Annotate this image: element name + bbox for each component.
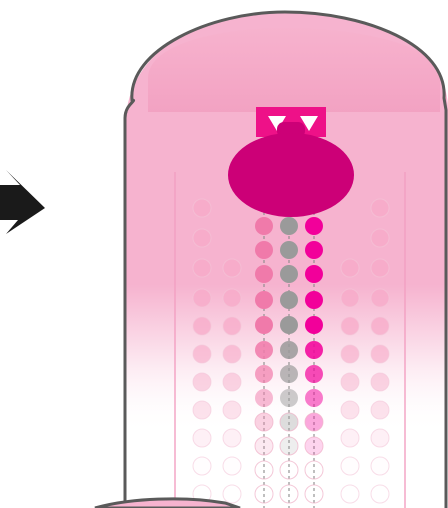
background-dot [192,344,212,364]
bead [254,412,274,432]
background-dot [370,456,390,476]
background-dot [192,288,212,308]
background-dot [222,484,242,504]
background-dot [370,344,390,364]
bead [255,389,273,407]
bead [305,241,323,259]
background-dot [192,400,212,420]
bead [304,436,324,456]
bead [280,265,298,283]
bead [279,484,299,504]
background-dot [370,316,390,336]
bead [255,316,273,334]
background-dot [222,428,242,448]
bead [255,265,273,283]
background-dot [222,456,242,476]
capsule-cap [148,28,440,112]
capsule-outline [123,10,448,508]
background-dot [222,400,242,420]
background-dot [340,316,360,336]
bead [304,460,324,480]
bead [255,365,273,383]
background-dot [370,428,390,448]
bead [280,291,298,309]
bead [305,217,323,235]
background-dot [340,400,360,420]
background-dot [340,288,360,308]
background-dot [192,228,212,248]
bead [280,341,298,359]
bead [305,291,323,309]
bead [304,412,324,432]
bead [255,341,273,359]
background-dot [222,344,242,364]
bead [305,316,323,334]
bead [280,217,298,235]
bead [279,412,299,432]
background-dot [192,456,212,476]
background-dot [222,258,242,278]
bead [305,265,323,283]
bead [255,217,273,235]
bead [304,484,324,504]
background-dot [340,456,360,476]
bead [254,460,274,480]
background-dot [222,372,242,392]
background-dot [340,484,360,504]
background-dot [340,344,360,364]
dot-field [192,198,390,504]
background-dot [340,258,360,278]
background-dot [370,484,390,504]
bead [255,241,273,259]
bead [305,389,323,407]
background-dot [370,400,390,420]
bead [305,365,323,383]
bead [305,341,323,359]
capsule-body [125,12,448,508]
bead [279,436,299,456]
background-dot [192,258,212,278]
bead [279,460,299,480]
bead-strands [254,212,324,508]
background-dot [192,198,212,218]
background-dot [370,372,390,392]
bead [280,389,298,407]
next-capsule-top [94,497,241,508]
bulb-icon [228,130,354,217]
bead [280,316,298,334]
right-arrow-icon [0,170,45,234]
bead [255,291,273,309]
bead [280,241,298,259]
background-dot [192,316,212,336]
background-dot [222,288,242,308]
bead [254,484,274,504]
bead [280,365,298,383]
bead [254,436,274,456]
background-dot [340,428,360,448]
background-dot [370,228,390,248]
background-dot [370,258,390,278]
background-dot [340,372,360,392]
background-dot [192,428,212,448]
background-dot [222,316,242,336]
background-dot [192,372,212,392]
background-dot [370,198,390,218]
background-dot [370,288,390,308]
